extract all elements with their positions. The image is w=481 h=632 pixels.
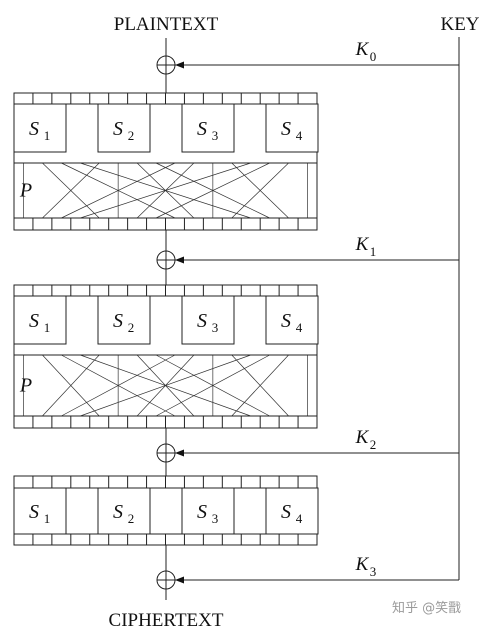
round-key-0: K bbox=[355, 39, 370, 60]
sbox-sub-2-4: 4 bbox=[296, 320, 303, 335]
round-key-sub-0: 0 bbox=[370, 49, 377, 64]
permutation-layers bbox=[23, 162, 308, 417]
round-key-sub-1: 1 bbox=[370, 244, 377, 259]
sbox-label-2-4: S bbox=[281, 310, 291, 332]
permutation-labels: PP bbox=[19, 180, 32, 397]
permutation-label-1: P bbox=[19, 180, 32, 202]
sbox-label-1-3: S bbox=[197, 118, 207, 140]
sbox-3 bbox=[181, 487, 235, 535]
key-tap-1 bbox=[175, 256, 459, 264]
sbox-label-3-3: S bbox=[197, 501, 207, 523]
round-key-3: K bbox=[355, 554, 370, 575]
key-label: KEY bbox=[440, 14, 479, 35]
sbox-label-3-4: S bbox=[281, 501, 291, 523]
wiring bbox=[13, 37, 460, 600]
sbox-sub-3-2: 2 bbox=[128, 511, 135, 526]
sbox-2 bbox=[97, 103, 151, 153]
arrow-head bbox=[175, 61, 184, 69]
perm-wire bbox=[42, 162, 100, 219]
sbox-label-2-1: S bbox=[29, 310, 39, 332]
xor-1 bbox=[156, 250, 176, 270]
round-key-sub-2: 2 bbox=[370, 437, 377, 452]
bit-row-r2-top bbox=[13, 284, 318, 297]
sbox-sub-1-1: 1 bbox=[44, 128, 51, 143]
box-layer bbox=[13, 55, 319, 590]
round-key-1: K bbox=[355, 234, 370, 255]
bit-row-r1-top bbox=[13, 92, 318, 105]
perm-wire bbox=[80, 354, 251, 417]
sbox-label-1-4: S bbox=[281, 118, 291, 140]
sbox-4 bbox=[265, 487, 319, 535]
perm-wire bbox=[61, 354, 176, 417]
sbox-1 bbox=[13, 295, 67, 345]
permutation-label-2: P bbox=[19, 375, 32, 397]
plaintext-label: PLAINTEXT bbox=[114, 14, 219, 35]
sbox-label-3-1: S bbox=[29, 501, 39, 523]
bit-row-r2-bot bbox=[13, 415, 318, 429]
sbox-3 bbox=[181, 295, 235, 345]
xor-0 bbox=[156, 55, 176, 75]
sbox-sub-3-3: 3 bbox=[212, 511, 219, 526]
sbox-label-2-2: S bbox=[113, 310, 123, 332]
bit-row-r3-bot bbox=[13, 533, 318, 546]
key-tap-3 bbox=[175, 576, 459, 584]
perm-wire bbox=[231, 162, 289, 219]
watermark: 知乎 @笑戬 bbox=[392, 600, 461, 616]
perm-wires-1 bbox=[23, 162, 308, 219]
key-tap-0 bbox=[175, 61, 459, 69]
sbox-row-3 bbox=[13, 487, 319, 535]
sbox-4 bbox=[265, 295, 319, 345]
sbox-label-3-2: S bbox=[113, 501, 123, 523]
perm-wire bbox=[155, 162, 270, 219]
xor-2 bbox=[156, 443, 176, 463]
round-key-sub-3: 3 bbox=[370, 564, 377, 579]
sbox-label-1-2: S bbox=[113, 118, 123, 140]
perm-wire bbox=[80, 162, 251, 219]
sbox-1 bbox=[13, 487, 67, 535]
sbox-sub-1-2: 2 bbox=[128, 128, 135, 143]
sbox-sub-1-3: 3 bbox=[212, 128, 219, 143]
sbox-sub-2-3: 3 bbox=[212, 320, 219, 335]
key-tap-2 bbox=[175, 449, 459, 457]
perm-wire bbox=[231, 354, 289, 417]
arrow-head bbox=[175, 576, 184, 584]
sbox-4 bbox=[265, 103, 319, 153]
sbox-label-2-3: S bbox=[197, 310, 207, 332]
sbox-sub-2-1: 1 bbox=[44, 320, 51, 335]
xor-3 bbox=[156, 570, 176, 590]
sbox-sub-1-4: 4 bbox=[296, 128, 303, 143]
sbox-sub-3-1: 1 bbox=[44, 511, 51, 526]
perm-wire bbox=[42, 354, 100, 417]
perm-wire bbox=[155, 354, 270, 417]
perm-wire bbox=[61, 162, 176, 219]
sbox-row-2 bbox=[13, 295, 319, 345]
bit-row-r1-bot bbox=[13, 217, 318, 231]
ciphertext-label: CIPHERTEXT bbox=[109, 610, 224, 631]
sbox-row-1 bbox=[13, 103, 319, 153]
sbox-sub-3-4: 4 bbox=[296, 511, 303, 526]
bit-row-r3-top bbox=[13, 475, 318, 489]
perm-wires-2 bbox=[23, 354, 308, 417]
round-key-2: K bbox=[355, 427, 370, 448]
sbox-2 bbox=[97, 487, 151, 535]
sbox-1 bbox=[13, 103, 67, 153]
sbox-2 bbox=[97, 295, 151, 345]
arrow-head bbox=[175, 449, 184, 457]
sbox-label-1-1: S bbox=[29, 118, 39, 140]
sbox-3 bbox=[181, 103, 235, 153]
sbox-sub-2-2: 2 bbox=[128, 320, 135, 335]
arrow-head bbox=[175, 256, 184, 264]
